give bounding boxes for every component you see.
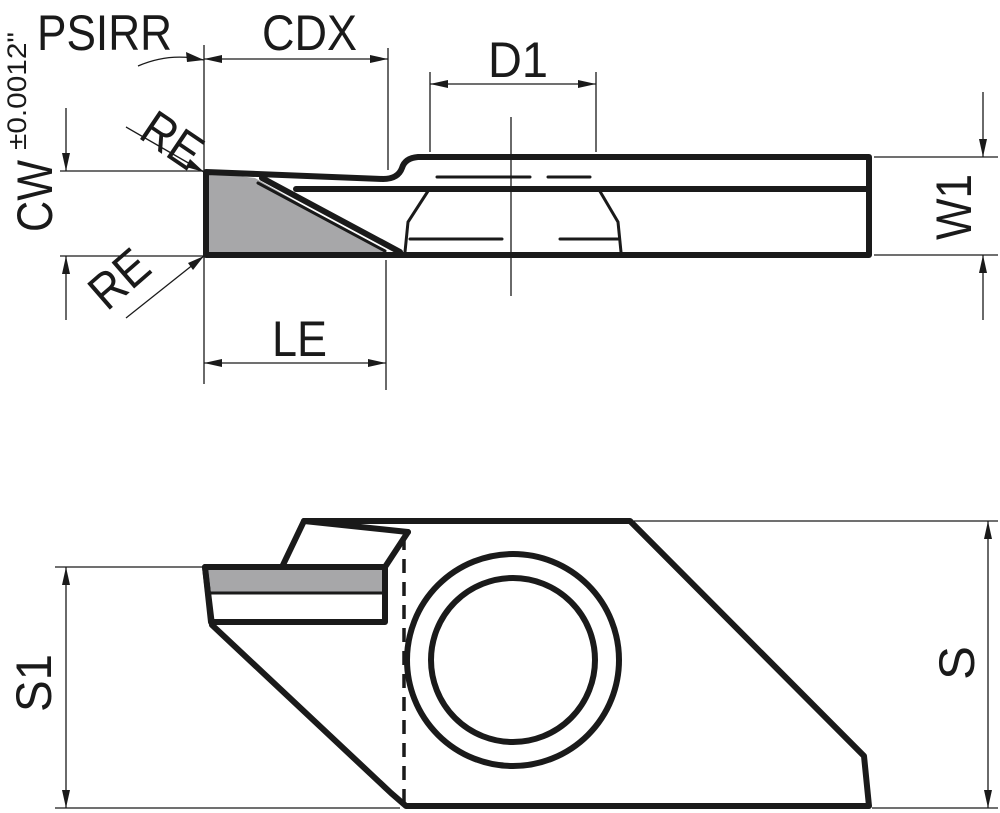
label-cdx: CDX xyxy=(262,5,357,61)
label-cw: CW xyxy=(7,159,63,232)
screw-hole-inner xyxy=(428,575,598,745)
label-cw-tolerance: ±0.0012" xyxy=(2,32,32,150)
label-re-top: RE xyxy=(131,100,214,181)
counterbore-right xyxy=(596,186,623,254)
chip-breaker-edge-inner xyxy=(256,181,387,253)
label-psirr: PSIRR xyxy=(37,5,172,61)
counterbore-left xyxy=(403,186,432,254)
cutting-tip-fill xyxy=(206,172,385,253)
cutting-edge-fill xyxy=(208,569,383,593)
screw-hole-outer xyxy=(404,551,622,769)
side-view-dimensions xyxy=(55,520,998,809)
label-s: S xyxy=(929,646,985,680)
clamp-ledge xyxy=(301,518,411,535)
label-d1: D1 xyxy=(488,32,548,88)
top-view-dimensions xyxy=(60,45,998,390)
insert-seat xyxy=(202,564,388,625)
top-view-outline xyxy=(203,154,872,258)
chip-breaker-edge xyxy=(259,175,403,255)
label-le: LE xyxy=(272,311,327,367)
label-s1: S1 xyxy=(6,654,62,712)
side-view xyxy=(202,518,872,809)
label-re-bottom: RE xyxy=(77,237,161,320)
top-view xyxy=(203,117,872,296)
label-w1: W1 xyxy=(926,174,982,240)
